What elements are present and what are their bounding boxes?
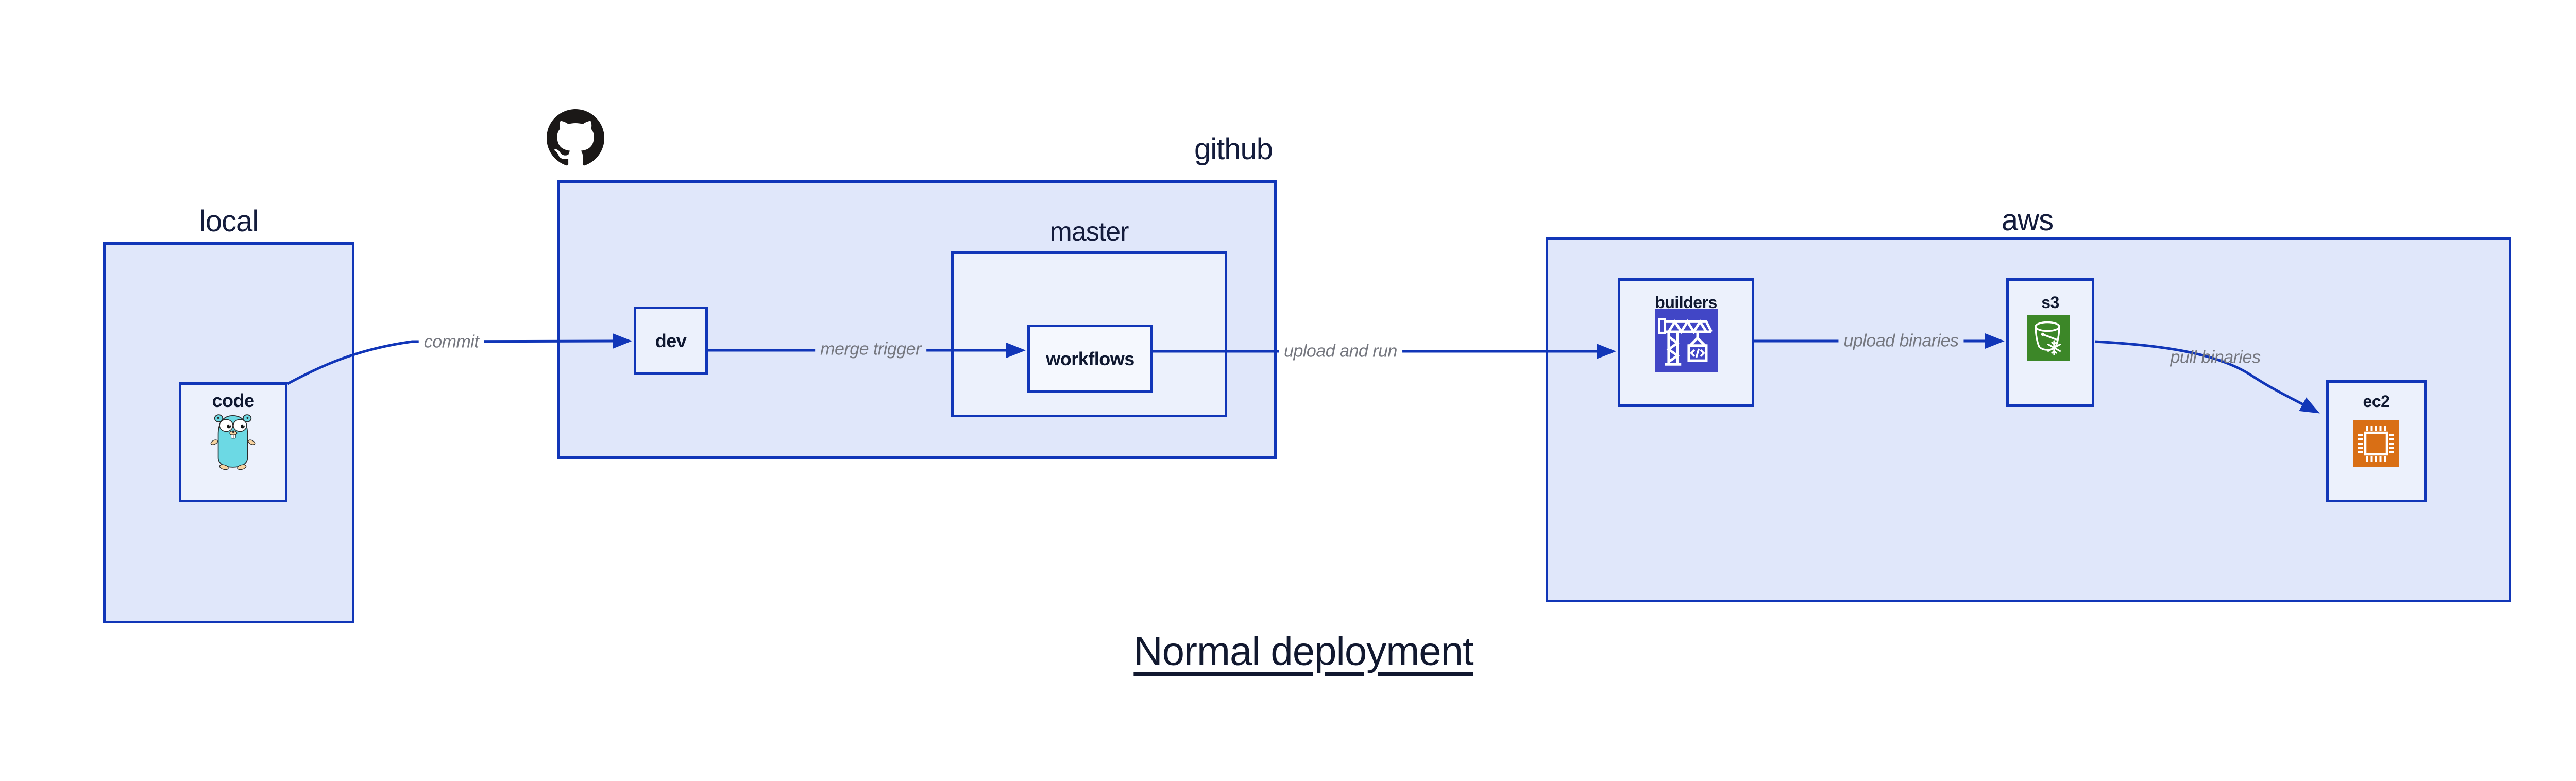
github-octocat-icon: [547, 109, 604, 166]
edge-label-commit: commit: [418, 332, 484, 352]
ec2-node-label: ec2: [2363, 392, 2390, 411]
s3-node-label: s3: [2041, 293, 2059, 312]
dev-node-box: dev: [634, 307, 708, 375]
workflows-node-label: workflows: [1046, 348, 1134, 369]
code-node-box: code: [179, 382, 287, 502]
go-gopher-icon: [210, 414, 256, 470]
edge-label-upload-and-run: upload and run: [1279, 341, 1402, 362]
edge-label-merge-trigger: merge trigger: [815, 339, 926, 360]
local-container-label: local: [199, 205, 259, 238]
code-node-label: code: [212, 390, 255, 411]
s3-node-box: s3: [2006, 278, 2094, 407]
builders-node-label: builders: [1655, 293, 1717, 312]
edge-label-pull-binaries: pull binaries: [2170, 347, 2261, 367]
edge-label-upload-binaries: upload binaries: [1838, 331, 1964, 351]
aws-codebuild-icon: [1655, 309, 1718, 372]
github-container-label: github: [1194, 132, 1273, 166]
dev-node-label: dev: [655, 330, 687, 351]
workflows-node-box: workflows: [1027, 325, 1153, 393]
master-container-label: master: [1049, 217, 1129, 247]
aws-ec2-icon: [2353, 420, 2399, 467]
aws-container-label: aws: [2001, 203, 2054, 237]
diagram-title: Normal deployment: [1133, 628, 1473, 674]
aws-s3-glacier-icon: [2027, 315, 2070, 361]
